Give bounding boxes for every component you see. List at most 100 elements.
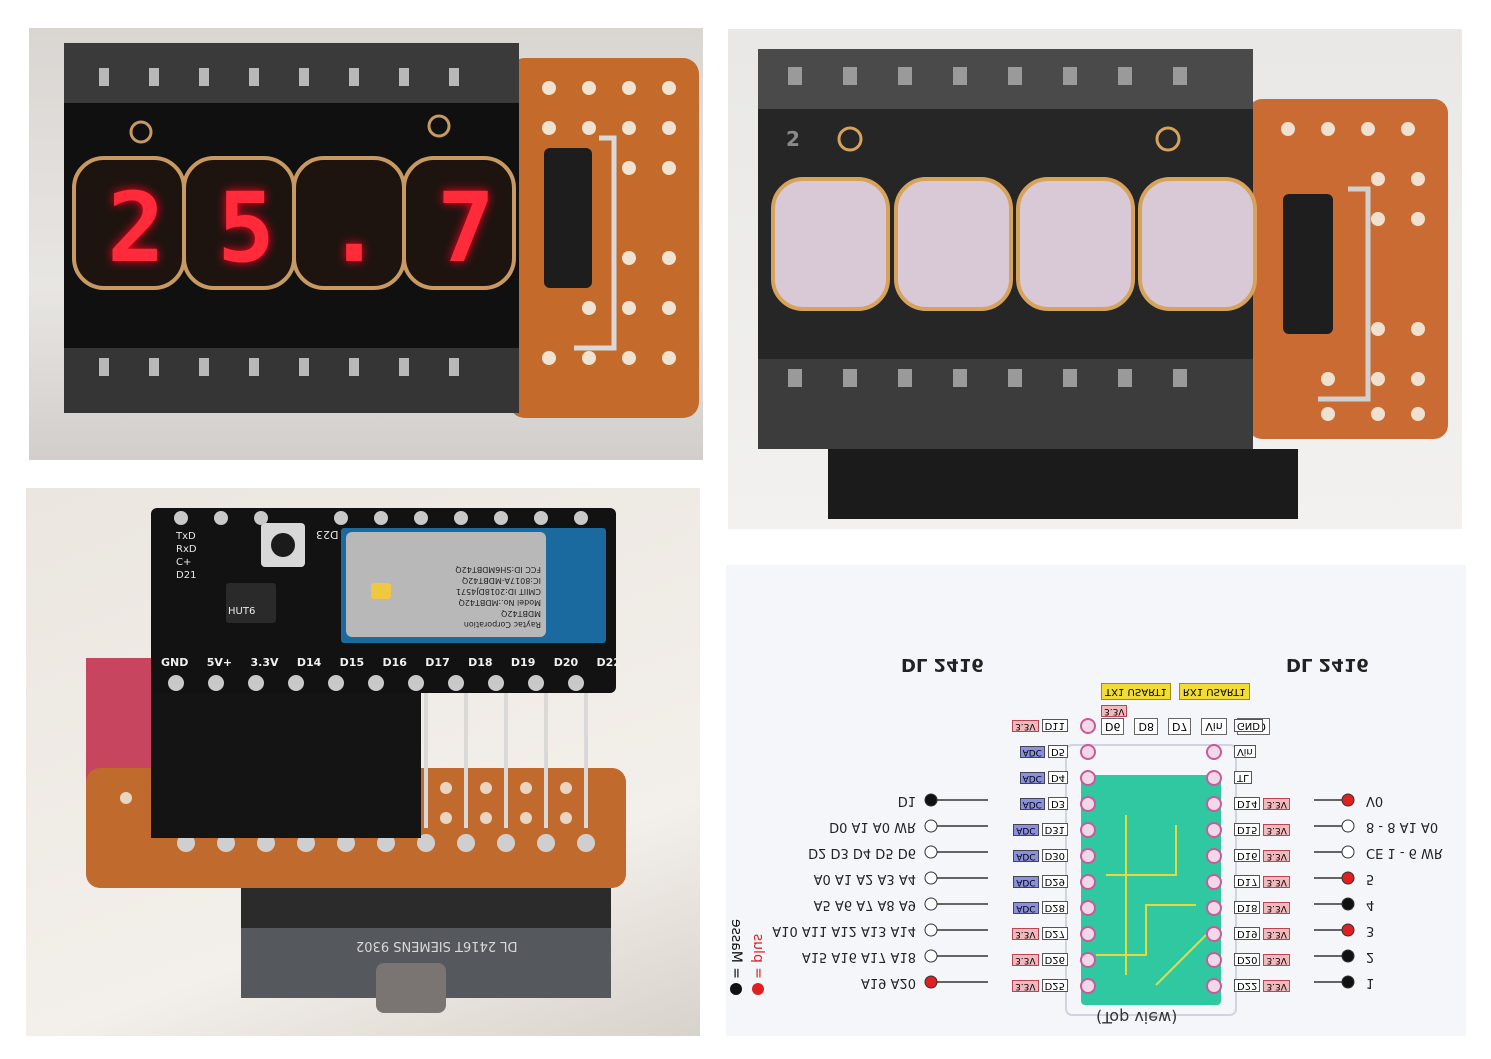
regulator-label: HUT6 xyxy=(228,606,256,617)
perfboard xyxy=(1248,99,1448,439)
left-pin: D4 xyxy=(1047,771,1068,785)
mount-mark xyxy=(837,126,863,152)
connection-dot xyxy=(924,897,938,911)
voltage-tag: 3.3V xyxy=(1263,876,1290,888)
display-label: D1 xyxy=(897,793,916,808)
left-display-labels: A19 A20 A15 A16 A17 A18 A10 A11 A12 A13 … xyxy=(746,787,916,995)
right-pin-row: TL xyxy=(1234,765,1314,791)
left-pin: D31 xyxy=(1041,823,1068,837)
chip-line: FCC ID:SH6MDBT42Q xyxy=(455,565,541,574)
wire xyxy=(574,135,617,351)
left-pin: D5 xyxy=(1047,745,1068,759)
legend-ground: = Masse xyxy=(728,919,744,995)
display-label: D2 D3 D4 D5 D6 xyxy=(808,845,916,860)
chip-text: Raytac Corporation MDBT42Q Model No.:MDB… xyxy=(361,564,541,630)
display-label: CE 1 - 6 WR xyxy=(1366,845,1443,860)
display-label: A10 A11 A12 A13 A14 xyxy=(772,923,916,938)
digit-window xyxy=(402,156,516,290)
left-title: DL 2416 xyxy=(901,654,984,675)
connection-dot xyxy=(924,793,938,807)
display-label: 3 xyxy=(1366,923,1375,938)
right-pin: D16 xyxy=(1234,849,1261,863)
side-label: C+ xyxy=(176,557,192,568)
legend-plus-text: = plus xyxy=(750,933,766,979)
diagram-caption: (Top view) xyxy=(1096,1008,1178,1027)
reset-button-cap xyxy=(271,533,295,557)
top-tag: TX1 USART1 xyxy=(1101,683,1171,700)
left-pin: D28 xyxy=(1041,901,1068,915)
analog-tag: ADC xyxy=(1013,824,1039,836)
display-label: A5 A6 A7 A8 A9 xyxy=(813,897,916,912)
board-pads xyxy=(168,511,588,691)
connection-dot xyxy=(924,975,938,989)
pin-pad xyxy=(1080,926,1096,942)
top-voltage-tag: 3.3V xyxy=(1101,705,1128,717)
display-label: 1 xyxy=(1366,975,1375,990)
wire xyxy=(1318,186,1371,402)
pin-pad xyxy=(1080,744,1096,760)
perfboard-holes xyxy=(1281,122,1425,421)
capacitor xyxy=(1283,194,1333,334)
right-pin: D19 xyxy=(1234,927,1261,941)
right-pin: Vin xyxy=(1234,745,1256,759)
digit-windows xyxy=(72,156,516,290)
pin-pad xyxy=(1206,978,1222,994)
voltage-tag: 3.3V xyxy=(1263,954,1290,966)
side-labels: TxD RxD C+ D21 xyxy=(176,530,210,582)
header-pins xyxy=(424,693,588,828)
mcu-scene xyxy=(86,508,626,1013)
connection-dot xyxy=(1341,845,1355,859)
right-pin: D18 xyxy=(1234,901,1261,915)
connection-dot xyxy=(1341,871,1355,885)
display-label: 2 xyxy=(1366,949,1375,964)
stand xyxy=(376,963,446,1013)
pcb-green xyxy=(1081,775,1221,1005)
connection-dot xyxy=(1341,923,1355,937)
display-label: 8 - 8 A1 A0 xyxy=(1366,819,1439,834)
display-label: D0 A1 A0 WR xyxy=(829,819,916,834)
pin-label: D18 xyxy=(468,656,493,669)
lit-display-scene xyxy=(64,43,699,418)
display-top-rail xyxy=(758,49,1253,109)
pin-pad xyxy=(1080,900,1096,916)
display-label: A15 A16 A17 A18 xyxy=(801,949,916,964)
left-pads xyxy=(1080,718,1096,994)
connection-dot xyxy=(1341,819,1355,833)
ground-dot-icon xyxy=(730,983,742,995)
pin-pad xyxy=(1206,744,1222,760)
top-pin: D8 xyxy=(1134,718,1158,735)
analog-tag: ADC xyxy=(1019,746,1045,758)
top-tag: RX1 USART1 xyxy=(1178,683,1250,700)
pin-pad xyxy=(1206,874,1222,890)
right-pin: D17 xyxy=(1234,875,1261,889)
pcb-traces xyxy=(1096,815,1207,986)
chip-line: IC:8017A-MDBT42Q xyxy=(461,576,541,585)
lit-digit-2: 5 xyxy=(217,172,275,284)
voltage-tag: 3.3V xyxy=(1012,720,1039,732)
photo-pinout-diagram: (Top view) DL 2416 DL 2416 D6 D8 D7 Vin … xyxy=(726,565,1466,1036)
voltage-tag: 3.3V xyxy=(1263,902,1290,914)
pin-pad xyxy=(1080,770,1096,786)
display-label: A19 A20 xyxy=(860,975,916,990)
pin-label: 5V+ xyxy=(206,656,233,669)
lit-digit-4: 7 xyxy=(437,172,495,284)
left-pin: D30 xyxy=(1041,849,1068,863)
pinout-diagram: (Top view) DL 2416 DL 2416 D6 D8 D7 Vin … xyxy=(726,565,1466,1035)
photo-mcu-board: Raytac Corporation MDBT42Q Model No.:MDB… xyxy=(26,488,700,1036)
pin-label: D20 xyxy=(553,656,579,669)
radio-module xyxy=(346,532,546,637)
pin-pad xyxy=(1080,848,1096,864)
socket-headers xyxy=(151,688,421,838)
right-connection-lines xyxy=(1314,793,1355,989)
side-label: D21 xyxy=(176,570,197,581)
pin-pad xyxy=(1080,718,1096,734)
display-pins xyxy=(99,68,459,376)
display-label: 4 xyxy=(1366,897,1375,912)
